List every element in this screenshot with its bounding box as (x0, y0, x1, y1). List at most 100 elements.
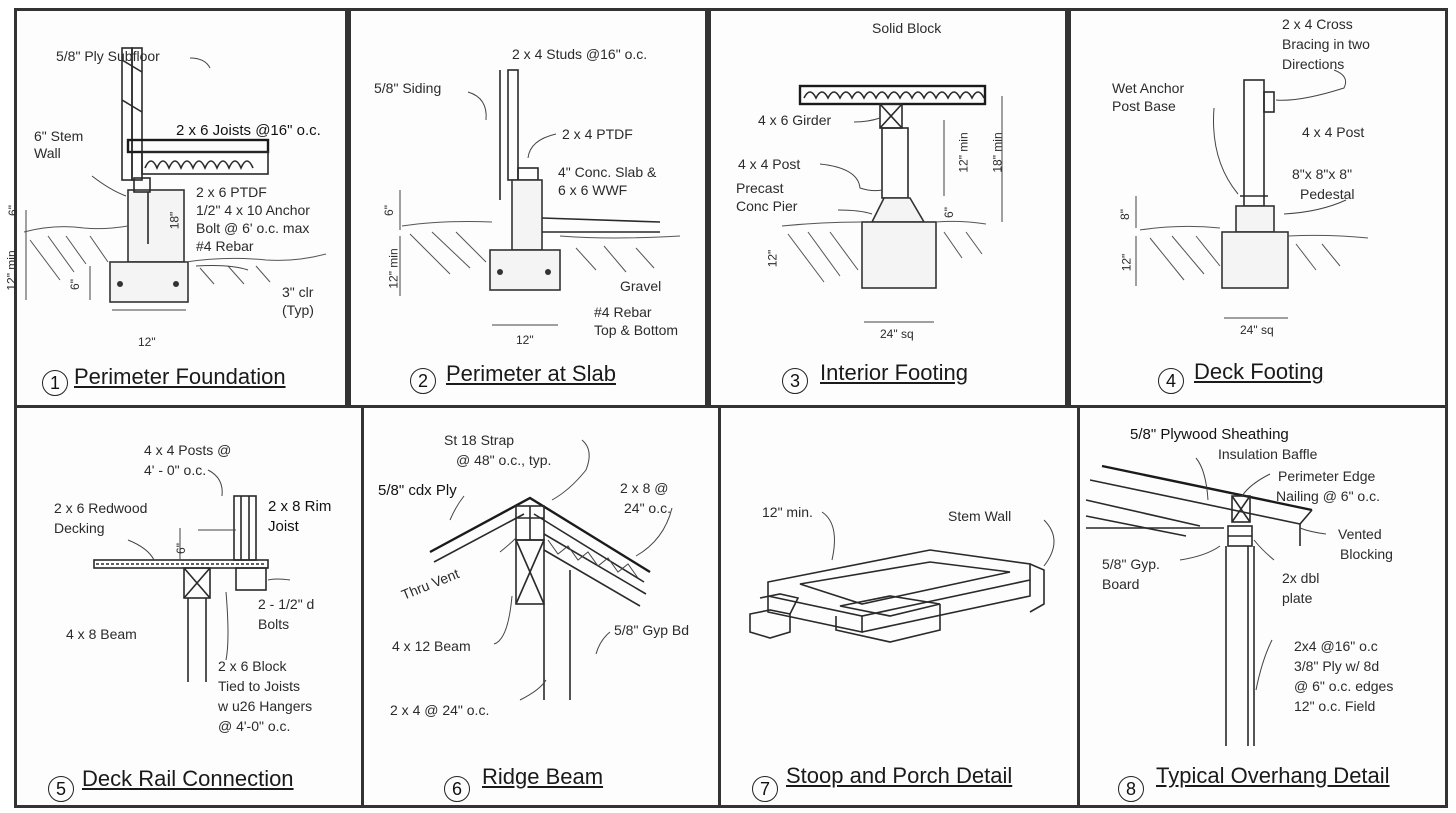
panel-stoop-and-porch (718, 405, 1080, 808)
title-perimeter-at-slab: Perimeter at Slab (446, 361, 616, 386)
detail-number-7: 7 (752, 776, 778, 802)
label-strap-2: @ 48" o.c., typ. (456, 452, 552, 468)
detail-number-6: 6 (444, 776, 470, 802)
detail-number-2: 2 (410, 368, 436, 394)
dim-8in-4: 8" (1117, 209, 1132, 220)
label-stem-wall: 6" Stem Wall (34, 128, 84, 161)
label-wall-4: 12" o.c. Field (1294, 698, 1376, 714)
dim-6in-3: 6" (941, 207, 956, 218)
label-dbl-2: plate (1282, 590, 1313, 606)
label-strap-1: St 18 Strap (444, 432, 515, 448)
label-rebar-2a: #4 Rebar (594, 304, 652, 320)
dim-24sq-4: 24" sq (1240, 323, 1274, 337)
label-gravel: Gravel (620, 278, 662, 294)
label-block-3: w u26 Hangers (218, 698, 313, 714)
label-rebar: #4 Rebar (196, 238, 254, 254)
label-cdx-ply: 5/8" cdx Ply (378, 482, 457, 499)
label-rim-2: Joist (268, 518, 299, 535)
label-12-min: 12" min. (762, 504, 813, 520)
label-wall-2: 3/8" Ply w/ 8d (1294, 658, 1380, 674)
dim-12in-2: 12" (516, 333, 534, 347)
dim-24sq-3: 24" sq (880, 327, 914, 341)
label-siding: 5/8" Siding (374, 80, 442, 96)
drawing-interior-footing (781, 84, 1003, 323)
label-blocking: Blocking (1340, 546, 1393, 562)
drawing-stoop-porch (749, 511, 1055, 643)
label-anchor-2: Bolt @ 6' o.c. max (196, 220, 310, 236)
label-conc-pier: Conc Pier (736, 198, 798, 214)
label-rim-1: 2 x 8 Rim (268, 498, 332, 515)
label-post-base: Post Base (1112, 98, 1176, 114)
label-block-1: 2 x 6 Block (218, 658, 287, 674)
label-posts-5a: 4 x 4 Posts @ (144, 442, 232, 458)
label-gyp-bd: 5/8" Gyp Bd (614, 622, 690, 638)
label-2x8-1: 2 x 8 @ (620, 480, 669, 496)
label-vented: Vented (1338, 526, 1382, 542)
label-post-4: 4 x 4 Post (1302, 124, 1365, 140)
label-ptdf: 2 x 6 PTDF (196, 184, 267, 200)
dim-6in-5: 6" (173, 543, 188, 554)
title-deck-footing: Deck Footing (1194, 359, 1324, 384)
label-wall-3: @ 6" o.c. edges (1294, 678, 1394, 694)
dim-12in-min-2: 12" min (386, 248, 401, 289)
label-precast: Precast (736, 180, 784, 196)
label-gyp-2: Board (1102, 576, 1140, 592)
label-wet-anchor: Wet Anchor (1112, 80, 1185, 96)
label-girder: 4 x 6 Girder (758, 112, 832, 128)
dim-12in-3: 12" (765, 249, 780, 268)
dim-6in-a: 6" (5, 205, 20, 216)
drawing-deck-rail (93, 469, 291, 682)
title-typical-overhang: Typical Overhang Detail (1156, 763, 1390, 788)
detail-number-5: 5 (48, 776, 74, 802)
label-gyp-1: 5/8" Gyp. (1102, 556, 1160, 572)
title-stoop-and-porch: Stoop and Porch Detail (786, 763, 1013, 788)
dim-12in-4: 12" (1119, 253, 1134, 272)
drawing-perimeter-at-slab (399, 69, 681, 326)
detail-number-3: 3 (782, 368, 808, 394)
label-clear: 3" clr (282, 284, 314, 300)
dim-12in-min: 12" min (4, 250, 19, 291)
label-pedestal-1: 8"x 8"x 8" (1292, 166, 1353, 182)
detail-number-8: 8 (1118, 776, 1144, 802)
label-redwood-1: 2 x 6 Redwood (54, 500, 148, 516)
drawing-ridge-beam (429, 439, 673, 701)
label-solid-block: Solid Block (872, 20, 942, 36)
dim-6in-2: 6" (381, 205, 396, 216)
label-dbl-1: 2x dbl (1282, 570, 1320, 586)
label-stem-wall-7: Stem Wall (948, 508, 1012, 524)
drawing-typical-overhang (1085, 457, 1327, 746)
label-block-4: @ 4'-0" o.c. (218, 718, 291, 734)
label-ptdf-2: 2 x 4 PTDF (562, 126, 633, 142)
label-cross-2: Bracing in two (1282, 36, 1370, 52)
drawing-deck-footing (1135, 69, 1369, 319)
label-joists: 2 x 6 Joists @16" o.c. (176, 122, 321, 139)
detail-number-1: 1 (42, 370, 68, 396)
drawing-perimeter-foundation (23, 47, 327, 311)
label-plywood-sheathing: 5/8" Plywood Sheathing (1130, 426, 1289, 443)
title-ridge-beam: Ridge Beam (482, 764, 604, 789)
label-bolts-1: 2 - 1/2" d (258, 596, 315, 612)
dim-6in-b: 6" (67, 279, 82, 290)
label-typ: (Typ) (282, 302, 314, 318)
panel-typical-overhang (1077, 405, 1448, 808)
dim-18min-3: 18" min (990, 132, 1005, 173)
label-posts-5b: 4' - 0" o.c. (144, 462, 207, 478)
label-studs: 2 x 4 Studs @16" o.c. (512, 46, 648, 62)
title-interior-footing: Interior Footing (820, 360, 968, 385)
label-ply-subfloor: 5/8" Ply Subfloor (56, 48, 160, 64)
label-2x8-2: 24" o.c. (624, 500, 671, 516)
dim-12in: 12" (138, 335, 156, 349)
label-cross-1: 2 x 4 Cross (1282, 16, 1353, 32)
label-slab-2: 6 x 6 WWF (558, 182, 628, 198)
label-post-3: 4 x 4 Post (738, 156, 801, 172)
label-bolts-2: Bolts (258, 616, 290, 632)
label-beam-5: 4 x 8 Beam (66, 626, 137, 642)
label-insulation-baffle: Insulation Baffle (1218, 446, 1318, 462)
label-wall-1: 2x4 @16" o.c (1294, 638, 1378, 654)
label-edge-2: Nailing @ 6" o.c. (1276, 488, 1381, 504)
label-beam-6: 4 x 12 Beam (392, 638, 471, 654)
title-deck-rail-connection: Deck Rail Connection (82, 766, 294, 791)
label-edge-1: Perimeter Edge (1278, 468, 1376, 484)
